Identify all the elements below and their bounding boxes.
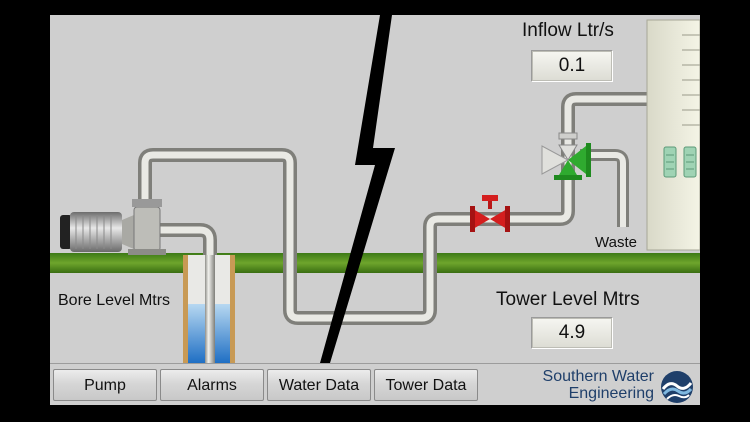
bore-well: [183, 243, 235, 363]
ground-strip: [50, 253, 700, 273]
tower-data-button[interactable]: Tower Data: [374, 369, 478, 401]
alarms-button[interactable]: Alarms: [160, 369, 264, 401]
process-diagram: [50, 15, 700, 363]
tower-level-label: Tower Level Mtrs: [496, 289, 640, 310]
pump-button[interactable]: Pump: [53, 369, 157, 401]
brand-line-2: Engineering: [568, 385, 654, 402]
inflow-label: Inflow Ltr/s: [522, 20, 614, 41]
water-tower: [646, 19, 700, 251]
brand-text: Southern Water Engineering: [543, 368, 654, 402]
brand-line-1: Southern Water: [542, 368, 654, 385]
nav-bar: Pump Alarms Water Data Tower Data Southe…: [50, 363, 700, 405]
bore-level-label: Bore Level Mtrs: [58, 292, 171, 309]
tower-level-readout: 4.9: [531, 317, 613, 349]
wave-logo-icon: [661, 371, 693, 403]
waste-label: Waste: [595, 234, 637, 251]
inflow-readout: 0.1: [531, 50, 613, 82]
pump-motor-icon[interactable]: [60, 199, 166, 255]
diagram-break-bolt: [320, 15, 395, 363]
gate-valve-icon[interactable]: [470, 195, 510, 232]
water-data-button[interactable]: Water Data: [267, 369, 371, 401]
three-way-valve-icon[interactable]: [541, 132, 591, 180]
pipework: [138, 92, 647, 325]
hmi-screen: Inflow Ltr/s 0.1 Waste Bore Level Mtrs T…: [50, 15, 700, 405]
